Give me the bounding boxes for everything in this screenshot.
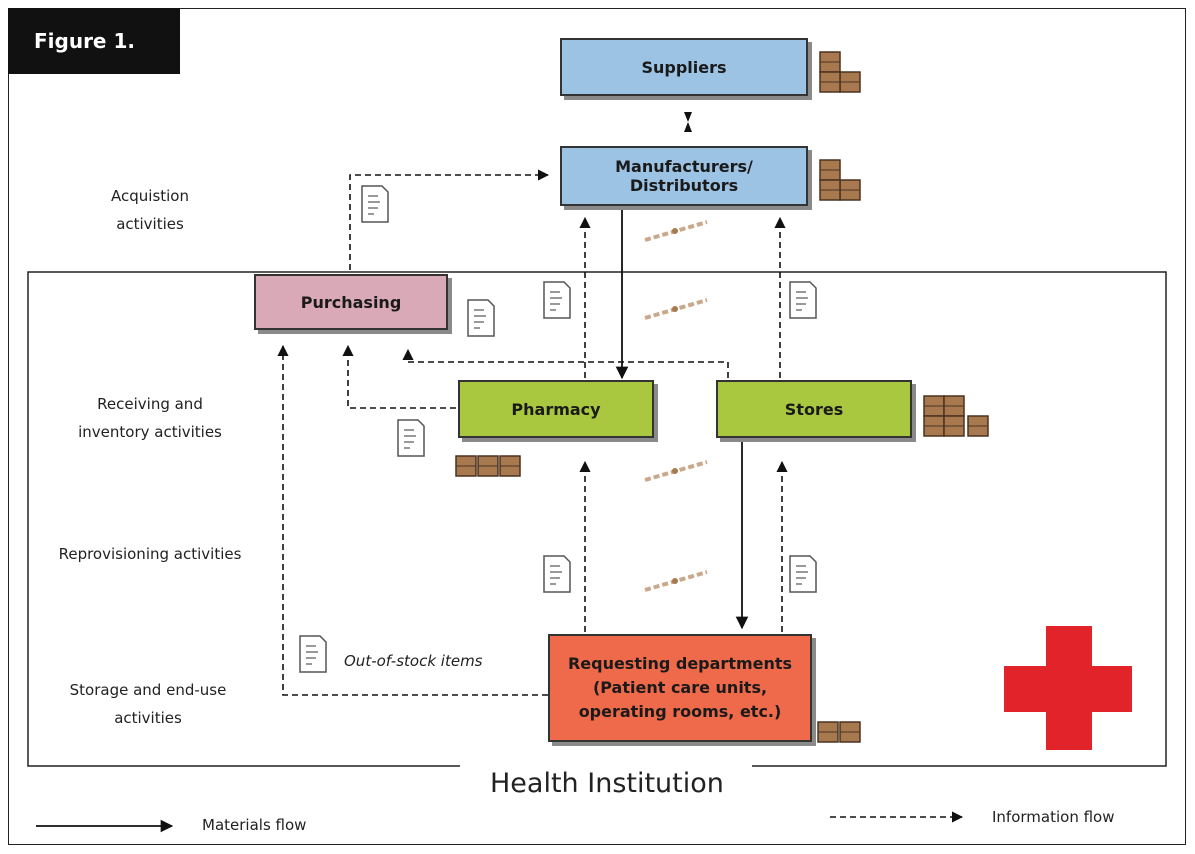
boxes-icon [923,395,989,437]
document-icon [467,299,495,337]
figure-label: Figure 1. [8,8,180,74]
reprovisioning-activities-label: Reprovisioning activities [58,545,242,563]
pharmacy-node: Pharmacy [458,380,654,438]
purchasing-node: Purchasing [254,274,448,330]
requesting-label-line3: operating rooms, etc.) [578,702,782,721]
stores-label: Stores [784,399,844,419]
boxes-icon [817,721,861,743]
document-icon [543,281,571,319]
purchasing-label: Purchasing [300,292,402,312]
out-of-stock-label: Out-of-stock items [344,652,483,670]
requesting-label-line1: Requesting departments [567,654,793,673]
shipment-icon [643,220,709,242]
manufacturers-label: Manufacturers/ [615,157,753,176]
document-icon [789,281,817,319]
distributors-label: Distributors [629,176,739,195]
boxes-icon [819,159,861,201]
requesting-label-line2: (Patient care units, [592,678,768,697]
boxes-icon [819,51,861,93]
document-icon [543,555,571,593]
shipment-icon [643,298,709,320]
pharmacy-label: Pharmacy [511,399,601,419]
acquisition-activities-label: Acquistion activities [111,187,189,233]
receiving-activities-label: Receiving and inventory activities [78,395,222,441]
red-cross-icon [1004,626,1132,750]
document-icon [397,419,425,457]
storage-activities-label: Storage and end-use activities [69,681,227,727]
stores-node: Stores [716,380,912,438]
health-institution-label: Health Institution [490,768,724,799]
information-flow-legend: Information flow [992,808,1115,826]
document-icon [361,185,389,223]
shipment-icon [643,460,709,482]
materials-flow-legend: Materials flow [202,816,307,834]
document-icon [299,635,327,673]
shipment-icon [643,570,709,592]
requesting-departments-node: Requesting departments (Patient care uni… [548,634,812,742]
document-icon [789,555,817,593]
figure-frame [8,8,1186,845]
suppliers-node: Suppliers [560,38,808,96]
health-institution-boundary [27,271,1167,767]
manufacturers-node: Manufacturers/ Distributors [560,146,808,206]
suppliers-label: Suppliers [641,57,727,77]
boxes-icon [455,455,521,477]
